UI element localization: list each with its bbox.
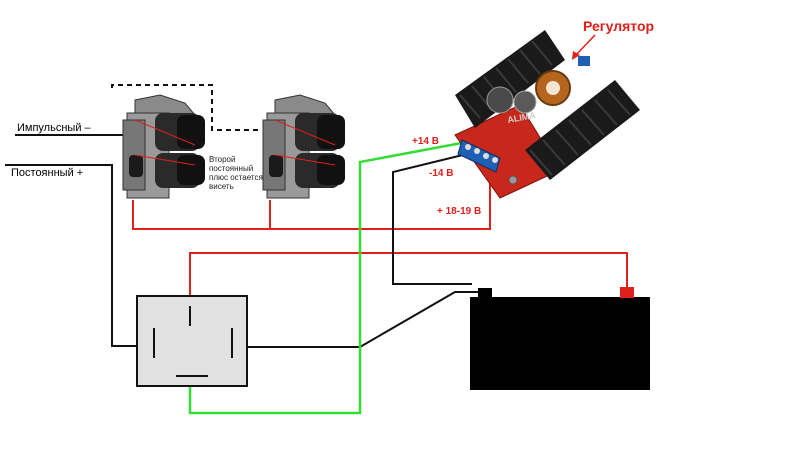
constant-plus-label: Постоянный + bbox=[11, 167, 83, 179]
regulator-title: Регулятор bbox=[583, 18, 654, 34]
ignition-coil-icon bbox=[262, 94, 345, 199]
green-wire bbox=[188, 140, 468, 415]
dc-dc-boost-module-icon: ALIMA bbox=[454, 30, 640, 199]
terminal-block bbox=[457, 139, 501, 173]
pulse-minus-label: Импульсный – bbox=[17, 122, 92, 134]
in-plus-18-19-label: + 18-19 В bbox=[437, 206, 481, 217]
battery bbox=[470, 287, 650, 390]
wires bbox=[5, 84, 628, 415]
relay-icon bbox=[136, 295, 248, 387]
out-plus-14-label: +14 В bbox=[412, 136, 439, 147]
coil-red-wire bbox=[132, 172, 491, 230]
relay-battery-red-wire bbox=[189, 252, 628, 296]
constant-plus-wire bbox=[5, 164, 137, 347]
out-minus-14-label: -14 В bbox=[429, 168, 453, 179]
note-line-4: висеть bbox=[209, 182, 234, 191]
coil-note: Второй постоянный плюс остается висеть bbox=[209, 155, 263, 191]
note-line-3: плюс остается bbox=[209, 173, 263, 182]
regulator-minus-wire bbox=[392, 151, 476, 285]
ignition-coil-icon bbox=[122, 94, 205, 199]
note-line-1: Второй bbox=[209, 155, 235, 164]
relay bbox=[136, 295, 248, 387]
watermark-text: ALIMA bbox=[507, 110, 537, 125]
dashed-link-wire bbox=[111, 84, 262, 131]
arrow-icon bbox=[572, 34, 596, 60]
relay-battery-black-wire bbox=[247, 291, 482, 348]
note-line-2: постоянный bbox=[209, 164, 253, 173]
ignition-coil-2 bbox=[262, 94, 345, 199]
regulator-module: ALIMA bbox=[454, 30, 640, 199]
ignition-coil-1 bbox=[122, 94, 205, 199]
car-battery-icon bbox=[470, 287, 650, 390]
